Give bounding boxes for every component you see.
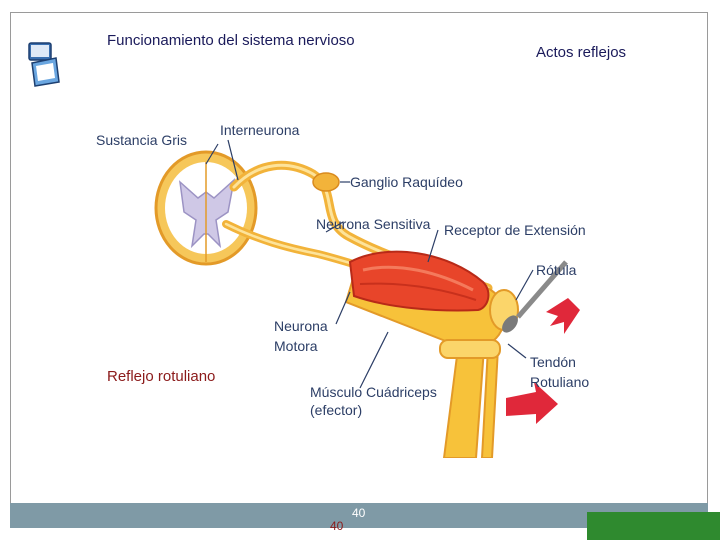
tap-arrow-icon <box>546 298 580 334</box>
label-motor-neuron-line1: Neurona <box>274 318 328 334</box>
label-quadriceps-line2: (efector) <box>310 402 363 418</box>
slide-title: Funcionamiento del sistema nervioso <box>107 32 355 49</box>
label-interneuron: Interneurona <box>220 122 300 138</box>
reflex-hammer-icon <box>502 260 568 333</box>
label-tendon-line1: Tendón <box>530 354 576 370</box>
label-motor-neuron-line2: Motora <box>274 338 318 354</box>
label-kneecap: Rótula <box>536 262 577 278</box>
slide-icon <box>28 42 60 87</box>
label-sensory-neuron: Neurona Sensitiva <box>316 216 431 232</box>
label-gray-matter: Sustancia Gris <box>96 132 188 148</box>
label-pointers <box>205 139 534 389</box>
label-tendon-line2: Rotuliano <box>530 374 590 390</box>
page-number-overlay: 40 <box>352 506 366 520</box>
reflex-illustration <box>154 139 580 459</box>
page-number: 40 <box>330 519 344 533</box>
label-quadriceps-line1: Músculo Cuádriceps <box>310 384 437 400</box>
slide-subtitle: Actos reflejos <box>536 44 627 61</box>
footer-accent-block <box>587 512 720 540</box>
label-ganglion: Ganglio Raquídeo <box>350 174 463 190</box>
kick-arrow-icon <box>506 382 558 424</box>
spinal-cord <box>154 150 258 266</box>
diagram-caption: Reflejo rotuliano <box>107 368 216 385</box>
quadriceps-muscle <box>348 250 490 312</box>
patellar-reflex-diagram: Sustancia Gris Interneurona Ganglio Raqu… <box>88 112 608 459</box>
label-stretch-receptor: Receptor de Extensión <box>444 222 586 238</box>
